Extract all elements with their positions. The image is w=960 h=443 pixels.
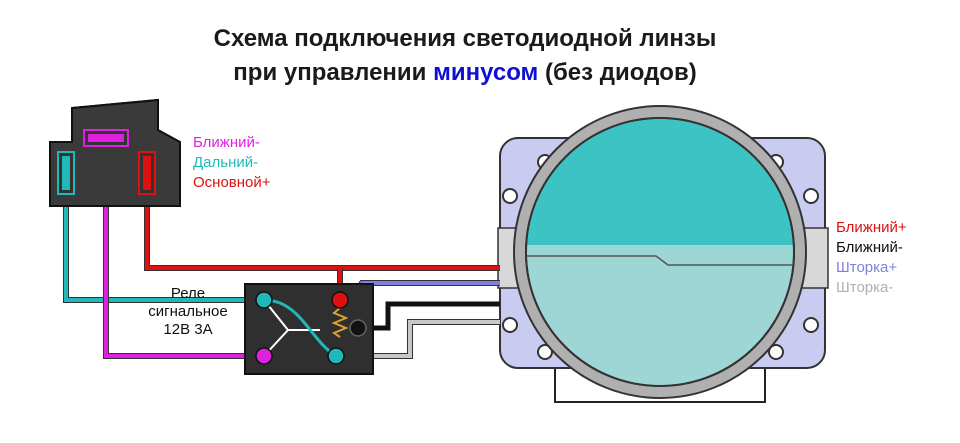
- relay-terminal-low: [255, 347, 273, 365]
- lens-label-shutter-minus: Шторка-: [836, 279, 893, 296]
- relay-terminal-high: [255, 291, 273, 309]
- connector-label-high: Дальний-: [193, 154, 258, 171]
- mount-hole: [502, 317, 518, 333]
- title-line-2: при управлении минусом (без диодов): [233, 59, 696, 86]
- relay: [244, 283, 374, 375]
- relay-label-line-2: сигнальное: [148, 303, 228, 320]
- title-highlight: минусом: [433, 59, 538, 86]
- lens-label-low-plus: Ближний+: [836, 219, 907, 236]
- mount-hole: [502, 188, 518, 204]
- title-line-1: Схема подключения светодиодной линзы: [214, 25, 717, 52]
- cutoff-line: [527, 255, 793, 266]
- wire-lens-low-minus: [372, 301, 500, 331]
- mount-hole: [803, 317, 819, 333]
- relay-label-line-3: 12В 3А: [163, 321, 212, 338]
- relay-label-line-1: Реле: [171, 285, 205, 302]
- relay-switch-arm: [263, 298, 337, 358]
- h4-connector: [49, 98, 181, 207]
- lens-label-low-minus: Ближний-: [836, 239, 903, 256]
- title-line-2-prefix: при управлении: [233, 59, 433, 86]
- relay-terminal-power: [331, 291, 349, 309]
- connector-label-low: Ближний-: [193, 134, 260, 151]
- wire-high-beam: [64, 194, 262, 302]
- lens-upper-half: [527, 119, 793, 260]
- title-line-2-suffix: (без диодов): [538, 59, 696, 86]
- mount-hole: [768, 344, 784, 360]
- relay-coil: [331, 307, 349, 338]
- lens-label-shutter-plus: Шторка+: [836, 259, 897, 276]
- led-lens: [497, 105, 829, 403]
- relay-terminal-ground: [349, 319, 367, 337]
- relay-terminal-output: [327, 347, 345, 365]
- mount-hole: [537, 344, 553, 360]
- wire-low-beam: [104, 146, 262, 358]
- mount-hole: [803, 188, 819, 204]
- connector-label-main: Основной+: [193, 174, 271, 191]
